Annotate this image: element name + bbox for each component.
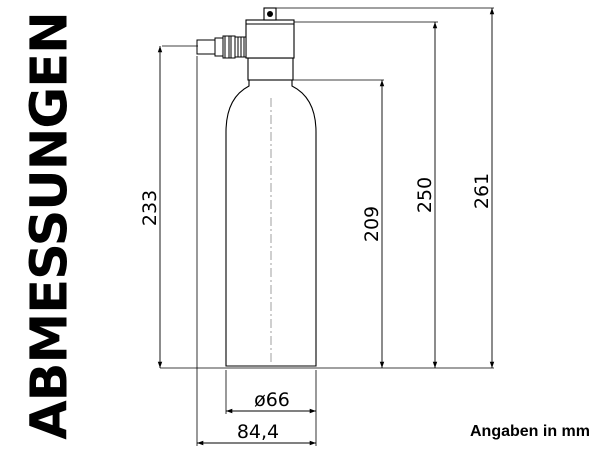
side-connector <box>196 35 247 59</box>
bottle-body <box>225 80 317 367</box>
valve-collar <box>247 57 294 81</box>
dim-label-233: 233 <box>139 190 161 226</box>
valve-block <box>245 19 295 59</box>
dim-label-diameter: ø66 <box>254 389 290 411</box>
dimension-lines <box>157 8 495 446</box>
units-note: Angaben in mm <box>469 423 590 440</box>
dim-label-250: 250 <box>414 177 436 213</box>
dim-label-209: 209 <box>361 206 383 242</box>
dim-label-261: 261 <box>471 173 493 209</box>
valve-head <box>245 7 295 81</box>
extension-lines <box>160 7 494 446</box>
bottle-outline <box>225 80 317 367</box>
dim-label-width: 84,4 <box>237 421 279 443</box>
